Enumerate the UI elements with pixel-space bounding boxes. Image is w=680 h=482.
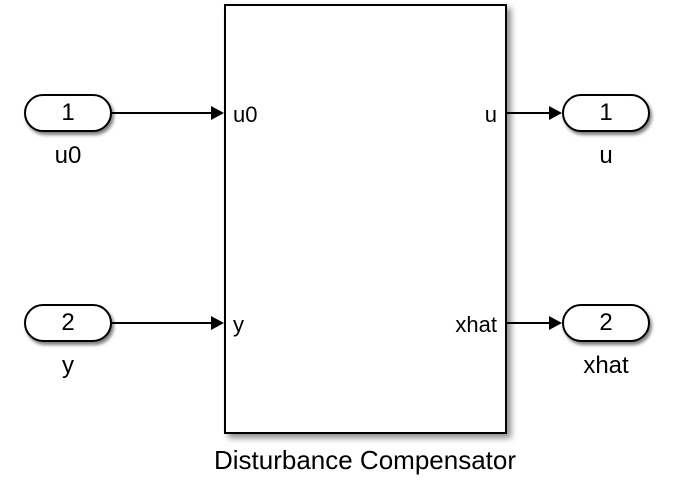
outport-block-1[interactable]: 1: [562, 94, 650, 132]
inport-number: 1: [61, 99, 75, 126]
arrowhead-icon: [549, 106, 562, 120]
outport-block-2[interactable]: 2: [562, 304, 650, 342]
inport-number: 2: [61, 309, 75, 336]
outport-number: 1: [599, 99, 613, 126]
inport-label-y[interactable]: y: [62, 352, 74, 379]
inport-label-u0[interactable]: u0: [54, 142, 82, 169]
inport-block-2[interactable]: 2: [24, 304, 112, 342]
inner-port-label-u: u: [484, 102, 497, 127]
inner-port-label-u0: u0: [233, 102, 258, 127]
outport-label-xhat[interactable]: xhat: [583, 352, 629, 379]
signal-line-u[interactable]: [506, 112, 550, 114]
signal-line-xhat[interactable]: [506, 322, 550, 324]
outport-label-u[interactable]: u: [599, 142, 613, 169]
subsystem-name[interactable]: Disturbance Compensator: [213, 445, 517, 475]
arrowhead-icon: [211, 316, 224, 330]
arrowhead-icon: [211, 106, 224, 120]
inport-block-1[interactable]: 1: [24, 94, 112, 132]
outport-number: 2: [599, 309, 613, 336]
signal-line-y[interactable]: [111, 322, 212, 324]
inner-port-label-xhat: xhat: [455, 312, 497, 337]
arrowhead-icon: [549, 316, 562, 330]
inner-port-label-y: y: [233, 312, 244, 337]
subsystem-block[interactable]: u0 y u xhat: [224, 4, 507, 434]
signal-line-u0[interactable]: [111, 112, 212, 114]
